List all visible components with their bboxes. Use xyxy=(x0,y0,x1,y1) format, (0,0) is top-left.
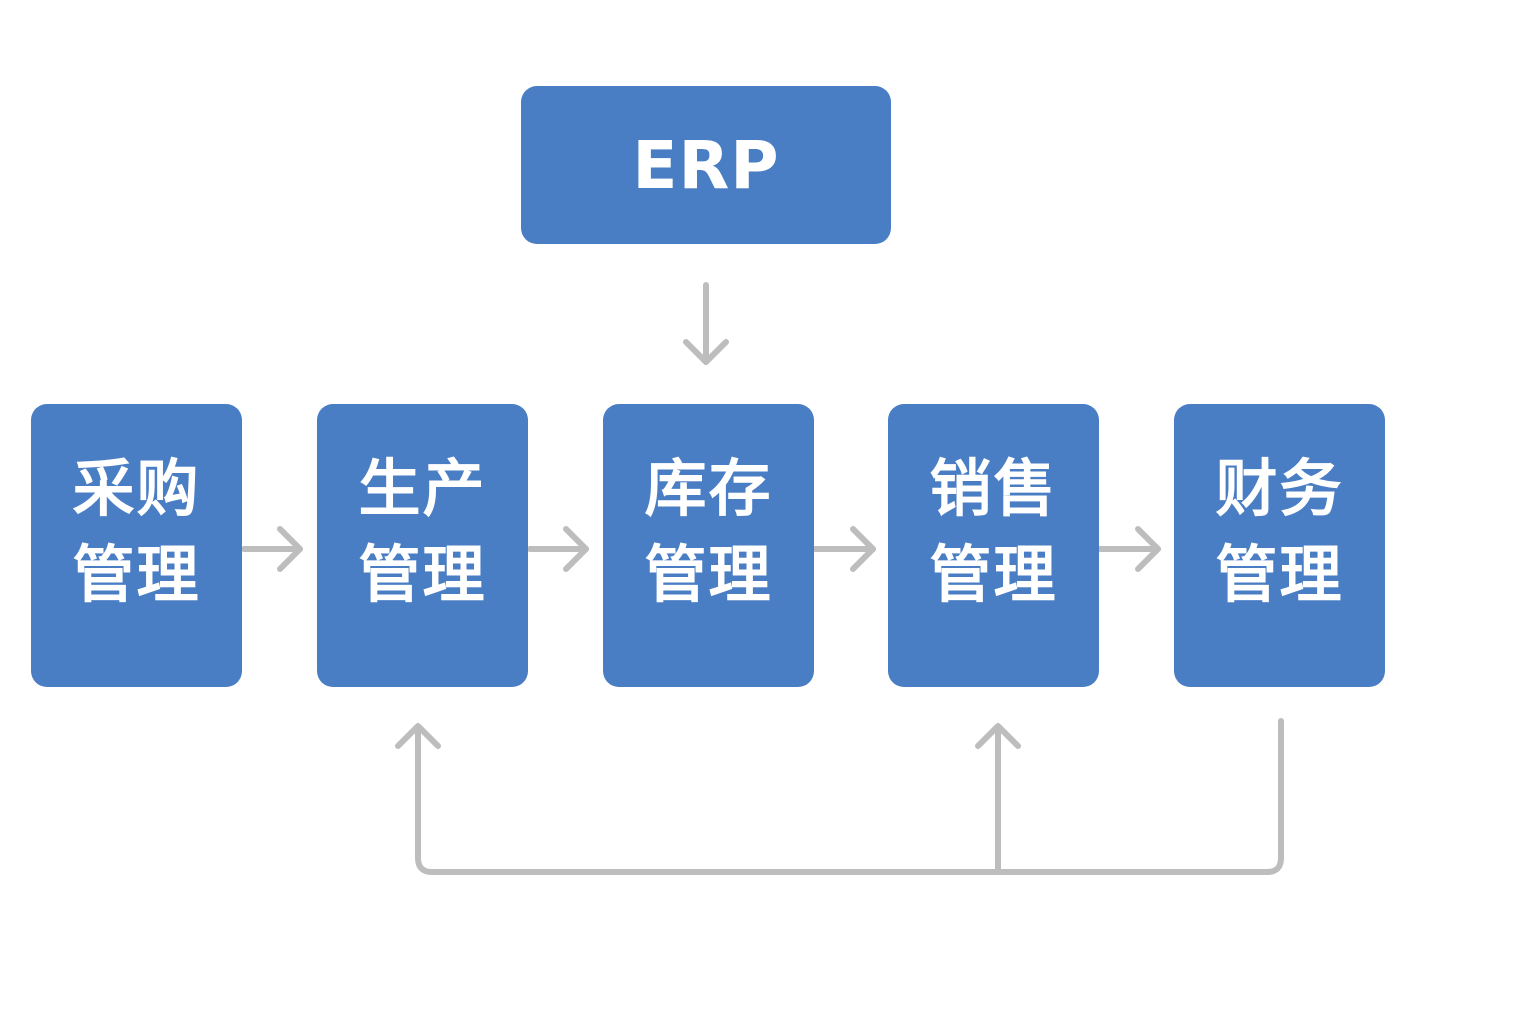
module-label-line2: 管理 xyxy=(1215,538,1344,611)
module-label-line1: 生产 xyxy=(358,452,487,525)
module-purchase-management: 采购 管理 xyxy=(31,404,242,687)
arrow-erp-to-inventory xyxy=(683,282,729,365)
arrow-production-to-inventory xyxy=(527,526,589,572)
module-label-line1: 销售 xyxy=(929,452,1058,525)
arrow-sales-to-finance xyxy=(1097,526,1161,572)
arrow-inventory-to-sales xyxy=(812,526,876,572)
module-label-line2: 管理 xyxy=(929,538,1058,611)
arrow-purchase-to-production xyxy=(241,526,303,572)
arrow-feedback-to-production xyxy=(395,723,441,749)
module-label-line1: 库存 xyxy=(644,452,773,525)
module-sales-management: 销售 管理 xyxy=(888,404,1099,687)
module-label-line2: 管理 xyxy=(72,538,201,611)
arrow-feedback-to-sales xyxy=(975,723,1021,875)
module-production-management: 生产 管理 xyxy=(317,404,528,687)
feedback-loop-line xyxy=(415,718,1284,875)
module-label-line1: 采购 xyxy=(72,452,201,525)
module-label-line2: 管理 xyxy=(644,538,773,611)
module-label-line1: 财务 xyxy=(1215,452,1344,525)
module-finance-management: 财务 管理 xyxy=(1174,404,1385,687)
module-label-line2: 管理 xyxy=(358,538,487,611)
erp-box: ERP xyxy=(521,86,891,244)
erp-label: ERP xyxy=(632,126,780,204)
module-inventory-management: 库存 管理 xyxy=(603,404,814,687)
